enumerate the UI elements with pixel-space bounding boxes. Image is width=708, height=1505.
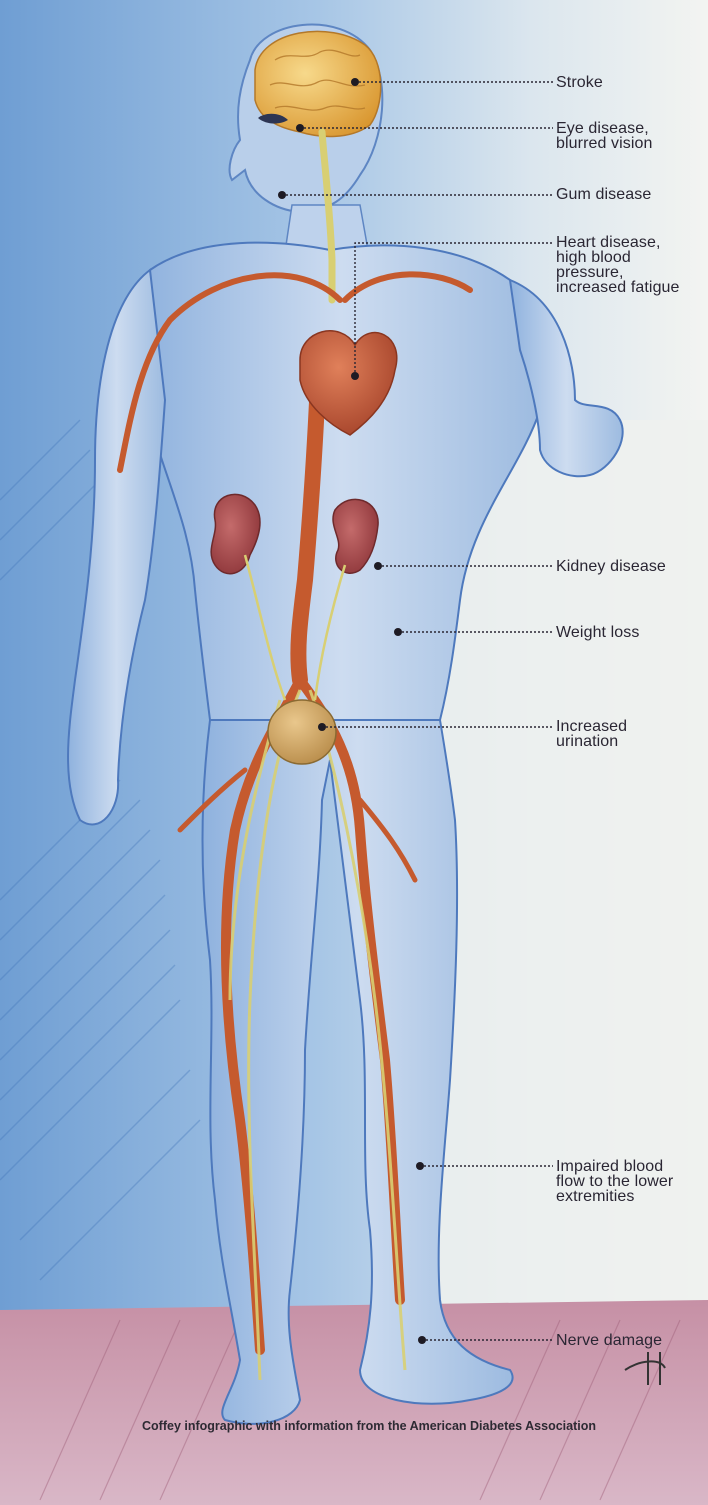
label-nerve-damage: Nerve damage [556, 1333, 706, 1348]
dot-eye [296, 124, 304, 132]
label-kidney-disease: Kidney disease [556, 559, 706, 574]
label-line: Stroke [556, 75, 706, 90]
label-line: extremities [556, 1189, 706, 1204]
label-line: Nerve damage [556, 1333, 706, 1348]
dot-heart [351, 372, 359, 380]
label-line: blurred vision [556, 136, 706, 151]
label-stroke: Stroke [556, 75, 706, 90]
label-line: Gum disease [556, 187, 706, 202]
dot-urination [318, 723, 326, 731]
dot-kidney [374, 562, 382, 570]
label-line: Weight loss [556, 625, 706, 640]
label-line: Eye disease, [556, 121, 706, 136]
dot-stroke [351, 78, 359, 86]
dot-bloodflow [416, 1162, 424, 1170]
label-line: pressure, [556, 265, 706, 280]
label-heart-disease: Heart disease, high blood pressure, incr… [556, 235, 706, 295]
label-line: high blood [556, 250, 706, 265]
bladder-icon [268, 700, 336, 764]
label-eye-disease: Eye disease, blurred vision [556, 121, 706, 151]
label-impaired-blood-flow: Impaired blood flow to the lower extremi… [556, 1159, 706, 1204]
label-line: Heart disease, [556, 235, 706, 250]
floor [0, 1300, 708, 1505]
label-line: Impaired blood [556, 1159, 706, 1174]
dot-gum [278, 191, 286, 199]
label-line: flow to the lower [556, 1174, 706, 1189]
label-line: urination [556, 734, 706, 749]
label-line: Increased [556, 719, 706, 734]
label-line: Kidney disease [556, 559, 706, 574]
label-gum-disease: Gum disease [556, 187, 706, 202]
dot-nerve [418, 1336, 426, 1344]
label-weight-loss: Weight loss [556, 625, 706, 640]
credit-line: Coffey infographic with information from… [0, 1419, 708, 1433]
dot-weight [394, 628, 402, 636]
label-increased-urination: Increased urination [556, 719, 706, 749]
label-line: increased fatigue [556, 280, 706, 295]
